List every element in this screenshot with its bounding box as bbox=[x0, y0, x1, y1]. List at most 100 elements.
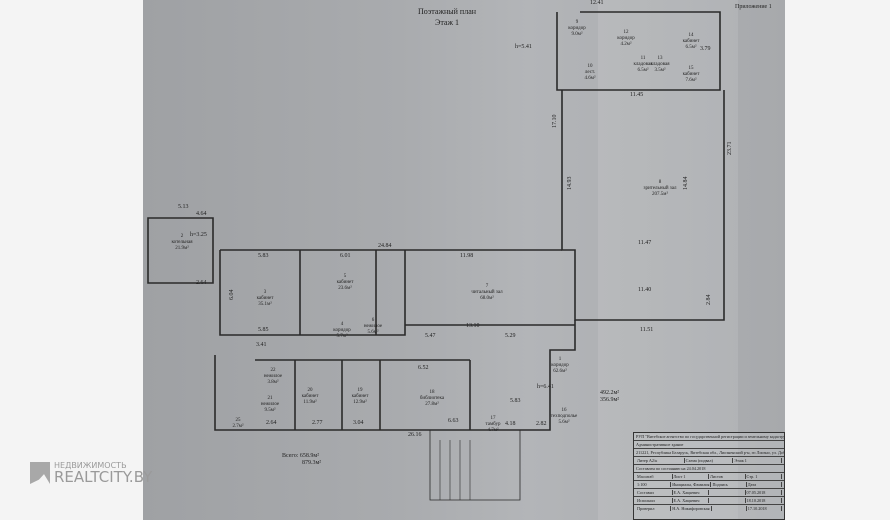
dim: 6.52 bbox=[418, 365, 429, 371]
dim: 3.04 bbox=[353, 420, 364, 426]
dim: 3.79 bbox=[700, 46, 711, 52]
room-name: коридор bbox=[617, 35, 635, 41]
room-area: 5.6м² bbox=[367, 329, 379, 335]
room-no: 17 bbox=[490, 416, 496, 421]
staff-name: Е.А. Хацкевич bbox=[673, 490, 709, 496]
room-area: 5.6м² bbox=[558, 419, 570, 425]
room-no: 22 bbox=[270, 368, 276, 373]
height-mark: h=5.41 bbox=[515, 44, 532, 50]
room-name: нежилое bbox=[260, 401, 280, 407]
room-area: 35.1м² bbox=[258, 301, 272, 307]
address: 211221, Республика Беларусь, Витебская о… bbox=[634, 449, 784, 458]
room-name: библиотека bbox=[419, 395, 445, 401]
room-area: 23.6м² bbox=[338, 285, 352, 291]
paper-fold bbox=[598, 0, 738, 520]
dim: 4.64 bbox=[196, 211, 207, 217]
room-no: 12 bbox=[623, 30, 629, 35]
dim: 11.98 bbox=[460, 253, 474, 259]
dim: 11.45 bbox=[630, 92, 644, 98]
plan-title-text: Поэтажный план bbox=[418, 7, 477, 16]
room-area: 62.6м² bbox=[553, 368, 567, 374]
room-name: кладовая bbox=[633, 61, 653, 67]
room-no: 20 bbox=[307, 388, 313, 393]
dim: 6.01 bbox=[340, 253, 351, 259]
room-no: 7 bbox=[485, 284, 489, 289]
dim: 6.63 bbox=[448, 418, 459, 424]
room-name: кабинет bbox=[682, 38, 700, 44]
entrance-steps bbox=[429, 430, 521, 501]
wall-annex bbox=[556, 11, 721, 91]
dim: 23.71 bbox=[727, 141, 733, 156]
title-block: РУП "Витебское агентство по государствен… bbox=[633, 432, 785, 520]
room-no: 16 bbox=[561, 408, 567, 413]
org: РУП "Витебское агентство по государствен… bbox=[634, 433, 784, 442]
room-area: 6.5м² bbox=[685, 44, 697, 50]
room-area: 9.0м² bbox=[571, 31, 583, 37]
dim: 13.10 bbox=[466, 323, 480, 329]
dim: 17.10 bbox=[552, 114, 558, 129]
col-name: Инициалы, Фамилия bbox=[672, 482, 712, 488]
room-no: 10 bbox=[587, 64, 593, 69]
room-area: 2.7м² bbox=[232, 423, 244, 429]
room-no: 21 bbox=[267, 396, 273, 401]
totals-label: Всего: bbox=[282, 453, 299, 459]
room-name: кабинет bbox=[336, 279, 354, 285]
room-area: 27.8м² bbox=[425, 401, 439, 407]
col-date: Дата bbox=[747, 482, 782, 488]
room-area: 12.9м² bbox=[353, 399, 367, 405]
floor-label: Этаж 1 bbox=[435, 18, 459, 28]
dim: 5.83 bbox=[258, 253, 269, 259]
room-name: коридор bbox=[333, 327, 351, 333]
room-area: 4.2м² bbox=[620, 41, 632, 47]
wall-main-left bbox=[219, 250, 406, 336]
dim: 14.93 bbox=[567, 176, 573, 191]
room-name: кладовая bbox=[650, 61, 670, 67]
room-no: 15 bbox=[688, 66, 694, 71]
floor-plan-sheet bbox=[143, 0, 785, 520]
room-area: 4.6м² bbox=[584, 75, 596, 81]
room-no: 18 bbox=[429, 390, 435, 395]
hall-area-2: 356.9м² bbox=[600, 396, 620, 403]
room-area: 21.9м² bbox=[175, 245, 189, 251]
room-no: 19 bbox=[357, 388, 363, 393]
scale: 1:100 bbox=[636, 482, 672, 488]
page: Стр. 1 bbox=[746, 474, 782, 480]
dim: 2.84 bbox=[706, 294, 712, 306]
room-no: 8 bbox=[658, 180, 662, 185]
dim: 2.64 bbox=[266, 420, 277, 426]
dim: 11.47 bbox=[638, 240, 652, 246]
total-area-2: 879.3м² bbox=[302, 459, 322, 466]
dim: 2.82 bbox=[536, 421, 547, 427]
dim: 5.85 bbox=[258, 327, 269, 333]
room-name: нежилое bbox=[263, 373, 283, 379]
room-area: 6.5м² bbox=[637, 67, 649, 73]
hall-area-1: 492.2м² bbox=[600, 390, 620, 396]
wall-south bbox=[214, 320, 576, 431]
room-no: 13 bbox=[657, 56, 663, 61]
room-name: кабинет bbox=[351, 393, 369, 399]
state-date: Составлен по состоянию на 24.04.2018 bbox=[634, 465, 784, 474]
staff-name: Н.А. Никифоровская bbox=[672, 506, 712, 512]
room-name: зрительный зал bbox=[643, 185, 677, 191]
staff-role: Проверил bbox=[636, 506, 672, 512]
room-area: 7.6м² bbox=[685, 77, 697, 83]
dim: 5.29 bbox=[505, 333, 516, 339]
dim: 26.16 bbox=[408, 432, 422, 438]
dim: 5.13 bbox=[178, 204, 189, 210]
dim: 2.64 bbox=[196, 280, 207, 286]
room-area: 3.8м² bbox=[267, 379, 279, 385]
dim: 14.84 bbox=[683, 176, 689, 191]
